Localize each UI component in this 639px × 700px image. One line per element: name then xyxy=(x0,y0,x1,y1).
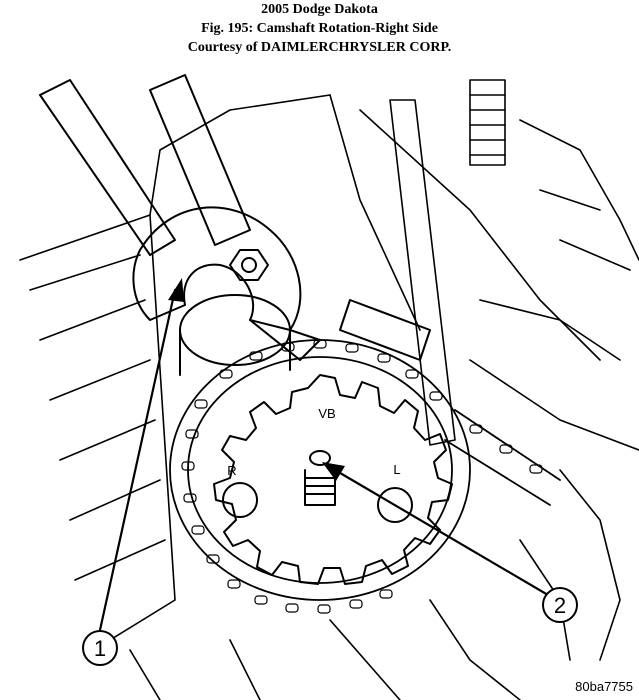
callout-leaders xyxy=(98,288,550,632)
figure-header: 2005 Dodge Dakota Fig. 195: Camshaft Rot… xyxy=(0,0,639,57)
timing-chain xyxy=(169,339,561,614)
figure-reference-id: 80ba7755 xyxy=(575,679,633,694)
gear-label-left: R xyxy=(227,463,236,478)
camshaft-hub xyxy=(179,294,291,376)
rocker-shaft xyxy=(389,99,456,446)
courtesy-line: Courtesy of DAIMLERCHRYSLER CORP. xyxy=(187,40,452,55)
callout-2-arrowhead xyxy=(322,462,345,481)
callout-2-number: 2 xyxy=(554,593,566,618)
callout-1-number: 1 xyxy=(94,636,106,661)
gear-label-right: L xyxy=(393,462,400,477)
camshaft-diagram: VB R L 1 2 xyxy=(19,74,639,700)
gear-label-top: VB xyxy=(318,406,335,421)
wrench-tool xyxy=(39,74,431,361)
camshaft-sprocket xyxy=(213,374,453,585)
callout-1-arrowhead xyxy=(168,278,184,302)
hex-nut xyxy=(229,249,269,281)
callout-2: 2 xyxy=(542,587,578,623)
camshaft-dowel xyxy=(304,469,336,506)
vehicle-title: 2005 Dodge Dakota xyxy=(261,2,378,17)
callout-1: 1 xyxy=(82,630,118,666)
figure-title: Fig. 195: Camshaft Rotation-Right Side xyxy=(201,21,438,36)
cylinder-head-stud xyxy=(469,79,506,166)
